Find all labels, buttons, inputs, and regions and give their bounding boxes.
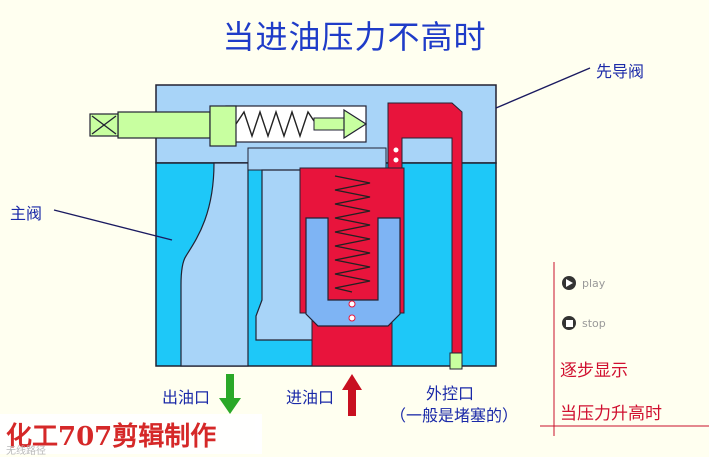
inlet-channel [311, 319, 393, 367]
step-show-button[interactable]: 逐步显示 [560, 361, 628, 381]
connecting-channel [247, 147, 387, 171]
label-external-port: 外控口 [426, 384, 475, 403]
page-title: 当进油压力不高时 [222, 18, 487, 56]
damping-hole [348, 314, 356, 322]
label-outlet: 出油口 [162, 388, 211, 407]
adjusting-rod [117, 111, 211, 139]
play-icon [562, 276, 576, 290]
pilot-cone [343, 108, 368, 140]
main-spring [334, 175, 371, 293]
pilot-red-chamber [387, 102, 463, 357]
pilot-spring [235, 109, 317, 139]
label-pilot-valve: 先导阀 [596, 62, 645, 81]
pressure-rising-button[interactable]: 当压力升高时 [560, 404, 662, 424]
stop-button[interactable]: stop [562, 316, 606, 330]
brand-banner: 化工707剪辑制作 无线路径 [0, 414, 262, 457]
play-button[interactable]: play [562, 276, 605, 290]
damping-hole [348, 300, 356, 308]
label-external-port-note: （一般是堵塞的） [390, 406, 519, 425]
down-arrow-icon [219, 374, 241, 414]
watermark: 无线路径 [6, 446, 46, 457]
pilot-orifice [392, 146, 400, 154]
label-main-valve: 主阀 [10, 204, 43, 223]
up-arrow-icon [342, 374, 362, 416]
spring-seat [209, 105, 237, 147]
pilot-orifice [392, 156, 400, 164]
label-inlet: 进油口 [286, 388, 335, 407]
outlet-channel [180, 162, 249, 367]
brand-text: 化工707剪辑制作 [6, 422, 217, 452]
stop-label: stop [582, 316, 606, 330]
pilot-cone-stem [313, 117, 345, 131]
play-label: play [582, 276, 606, 290]
stop-icon [562, 316, 576, 330]
external-port-plug [449, 352, 463, 370]
